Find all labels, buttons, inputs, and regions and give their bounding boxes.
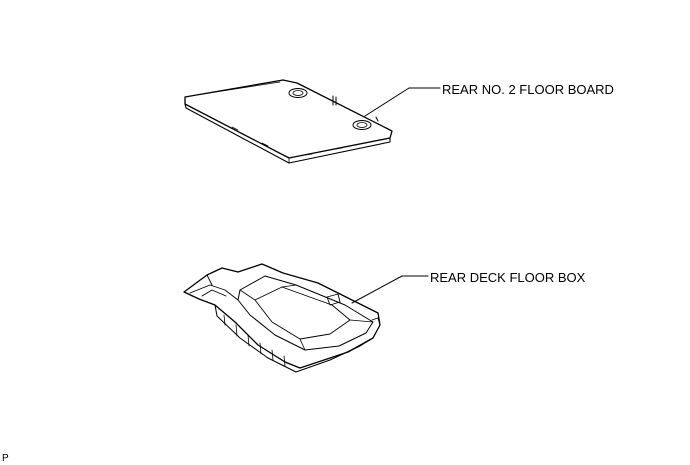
floor-box-leader-line (351, 275, 429, 304)
floor-board-label: REAR NO. 2 FLOOR BOARD (442, 82, 614, 97)
floor-box-label: REAR DECK FLOOR BOX (430, 270, 586, 285)
grip-hole (288, 88, 308, 98)
corner-code: P (2, 453, 9, 464)
floor-board-leader-line (364, 87, 441, 117)
floor-board-illustration (184, 79, 393, 164)
grip-hole (352, 120, 372, 130)
floor-box-illustration (183, 263, 381, 373)
